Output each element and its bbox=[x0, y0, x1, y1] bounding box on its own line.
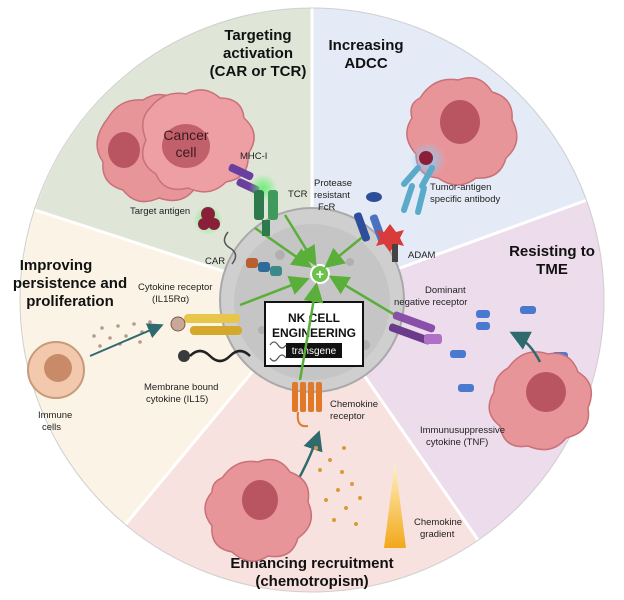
protease-fcr-label-line-2: resistant bbox=[314, 190, 350, 201]
section-recruitment: Enhancing recruitment (chemotropism) Che… bbox=[204, 382, 462, 590]
immunosuppressive-label-line-1: Immunusuppressive bbox=[420, 425, 505, 436]
section-adcc: Increasing ADCC Tumor-antigen specific a… bbox=[314, 37, 518, 262]
adcc-title-line-2: ADCC bbox=[344, 55, 387, 72]
persistence-title-line-2: persistence and bbox=[13, 275, 127, 292]
transgene-bar bbox=[286, 343, 342, 358]
section-tme: Resisting to TME Dominant negative recep… bbox=[388, 243, 595, 451]
protease-fcr-label-line-1: Protease bbox=[314, 178, 352, 189]
recruitment-title-line-2: (chemotropism) bbox=[255, 573, 368, 590]
target-antigen-icon bbox=[198, 207, 220, 230]
cancer-cell-label-line-2: cell bbox=[175, 144, 196, 160]
persistence-title-line-1: Improving bbox=[20, 257, 93, 274]
chemokine-receptor-label-line-2: receptor bbox=[330, 411, 365, 422]
cancer-cell-icon bbox=[488, 351, 593, 451]
tme-title-line-1: Resisting to bbox=[509, 243, 595, 260]
targeting-title-line-3: (CAR or TCR) bbox=[210, 63, 307, 80]
cytokine-receptor-label-line-1: Cytokine receptor bbox=[138, 282, 212, 293]
protease-fcr-label-line-3: FcR bbox=[318, 202, 336, 213]
chemokine-gradient-triangle bbox=[384, 462, 406, 548]
nk-cell-granule bbox=[346, 258, 354, 266]
car-receptor-icon bbox=[223, 231, 282, 276]
secretion-dots bbox=[92, 320, 152, 348]
core-title-line-1: NK CELL bbox=[288, 311, 340, 325]
cancer-cell-icon bbox=[204, 458, 313, 562]
tumor-antibody-icon bbox=[401, 151, 435, 215]
nk-cell-granule bbox=[275, 250, 285, 260]
cancer-cell-icon bbox=[96, 89, 255, 203]
membrane-cytokine-label-line-1: Membrane bound bbox=[144, 382, 218, 393]
adam-enzyme-icon bbox=[376, 224, 404, 262]
dominant-negative-receptor-icon bbox=[388, 311, 442, 345]
immunosuppressive-label-line-2: cytokine (TNF) bbox=[426, 437, 488, 448]
targeting-title-line-2: activation bbox=[223, 45, 293, 62]
tme-title-line-2: TME bbox=[536, 261, 568, 278]
section-targeting: Targeting activation (CAR or TCR) Cancer… bbox=[96, 27, 308, 276]
dna-icon bbox=[269, 341, 287, 362]
cancer-cell-label-line-1: Cancer bbox=[163, 127, 208, 143]
mhc-label: MHC-I bbox=[240, 151, 267, 162]
tumor-antibody-label-line-1: Tumor-antigen bbox=[430, 182, 491, 193]
immune-cell-icon bbox=[27, 341, 85, 399]
car-label: CAR bbox=[205, 256, 225, 267]
adcc-title-line-1: Increasing bbox=[328, 37, 403, 54]
core-engineering-box: NK CELL ENGINEERING transgene bbox=[264, 301, 364, 367]
chemokine-gradient-label-line-1: Chemokine bbox=[414, 517, 462, 528]
tcr-label: TCR bbox=[288, 189, 308, 200]
adam-label: ADAM bbox=[408, 250, 436, 261]
plus-icon: + bbox=[310, 264, 330, 284]
chemokine-gradient-label-line-2: gradient bbox=[420, 529, 455, 540]
tcr-receptor-icon bbox=[254, 190, 278, 236]
target-antigen-label: Target antigen bbox=[130, 206, 190, 217]
immune-cells-label-line-1: Immune bbox=[38, 410, 72, 421]
svg-text:+: + bbox=[316, 266, 324, 282]
tme-curved-arrow bbox=[509, 331, 542, 363]
persistence-title-line-3: proliferation bbox=[26, 293, 114, 310]
recruitment-title-line-1: Enhancing recruitment bbox=[230, 555, 393, 572]
cytokine-receptor-label-line-2: (IL15Rα) bbox=[152, 294, 189, 305]
targeting-title-line-1: Targeting bbox=[224, 27, 291, 44]
membrane-cytokine-icon bbox=[178, 349, 251, 363]
transgene-label: transgene bbox=[292, 346, 337, 357]
cytokine-receptor-icon bbox=[170, 314, 242, 335]
dominant-negative-label-line-1: Dominant bbox=[425, 285, 466, 296]
tumor-antibody-label-line-2: specific antibody bbox=[430, 194, 500, 205]
core-title-line-2: ENGINEERING bbox=[272, 326, 356, 340]
immune-cells-label-line-2: cells bbox=[42, 422, 61, 433]
section-persistence: Improving persistence and proliferation … bbox=[13, 257, 251, 433]
membrane-cytokine-label-line-2: cytokine (IL15) bbox=[146, 394, 208, 405]
chemokine-receptor-label-line-1: Chemokine bbox=[330, 399, 378, 410]
tnf-cytokine-icon bbox=[450, 306, 568, 392]
persistence-arrow bbox=[89, 323, 164, 357]
dominant-negative-label-line-2: negative receptor bbox=[394, 297, 467, 308]
chemokine-receptor-icon bbox=[292, 382, 322, 428]
chemokine-dots bbox=[314, 446, 362, 526]
